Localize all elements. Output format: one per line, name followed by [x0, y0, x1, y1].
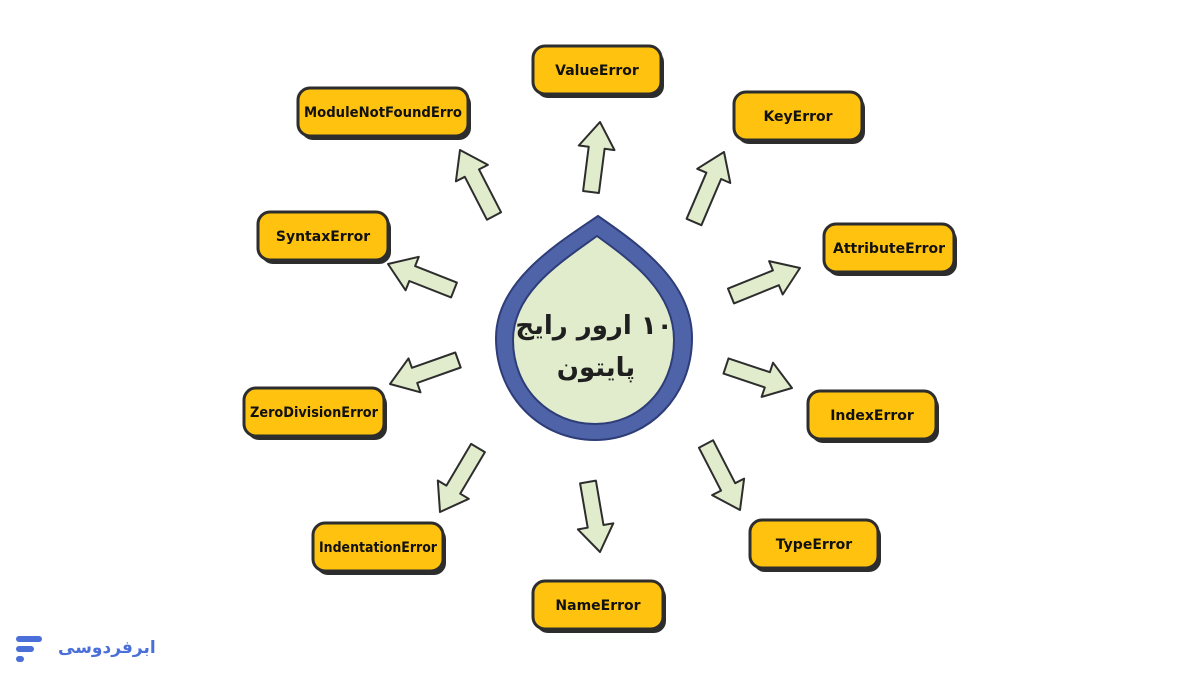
error-box-attributeerror: AttributeError — [822, 222, 957, 276]
error-label: NameError — [555, 598, 640, 614]
error-box-indexerror: IndexError — [806, 389, 939, 443]
arrow-typeerror — [697, 439, 746, 511]
error-label: SyntaxError — [276, 229, 370, 245]
error-box-rect — [311, 521, 445, 573]
error-box-typeerror: TypeError — [748, 518, 881, 572]
center-title-line2: پایتون — [557, 353, 635, 383]
arrow-valueerror — [577, 121, 616, 194]
arrow-modulenotfounderro — [454, 149, 503, 221]
error-label: KeyError — [763, 109, 832, 125]
error-box-nameerror: NameError — [531, 579, 666, 633]
error-box-modulenotfounderro: ModuleNotFoundErro — [296, 86, 471, 140]
arrows-layer — [387, 121, 801, 553]
center-title-line1: ۱۰ ارور رایج — [515, 311, 672, 341]
arrow-indexerror — [722, 357, 793, 398]
error-label: IndentationError — [319, 540, 437, 556]
error-box-rect — [242, 386, 386, 438]
error-box-rect — [296, 86, 470, 138]
error-label: AttributeError — [833, 241, 945, 257]
error-box-indentationerror: IndentationError — [311, 521, 446, 575]
error-box-rect — [256, 210, 390, 262]
center-node: ۱۰ ارور رایج پایتون — [494, 214, 694, 442]
error-box-rect — [531, 44, 663, 96]
error-box-rect — [806, 389, 938, 441]
error-label: IndexError — [830, 408, 914, 424]
center-drop-inner — [511, 234, 676, 426]
error-box-rect — [822, 222, 956, 274]
arrow-syntaxerror — [387, 255, 458, 299]
arrow-attributeerror — [727, 260, 801, 305]
error-box-zerodivisionerror: ZeroDivisionError — [242, 386, 387, 440]
error-label: ModuleNotFoundErro — [304, 105, 462, 121]
brand-logo-icon — [16, 636, 42, 662]
brand: ابرفردوسی — [14, 628, 156, 668]
error-box-syntaxerror: SyntaxError — [256, 210, 391, 264]
error-box-rect — [748, 518, 880, 570]
error-label: TypeError — [776, 537, 853, 553]
error-label: ZeroDivisionError — [250, 405, 378, 421]
error-box-valueerror: ValueError — [531, 44, 664, 98]
arrow-nameerror — [576, 479, 615, 553]
error-box-rect — [531, 579, 665, 631]
error-label: ValueError — [555, 63, 639, 79]
arrow-zerodivisionerror — [389, 351, 462, 394]
error-box-keyerror: KeyError — [732, 90, 865, 144]
brand-name: ابرفردوسی — [58, 638, 156, 658]
arrow-keyerror — [685, 151, 732, 227]
boxes-layer: ValueErrorKeyErrorAttributeErrorIndexErr… — [242, 44, 957, 633]
arrow-indentationerror — [436, 442, 486, 513]
error-box-rect — [732, 90, 864, 142]
